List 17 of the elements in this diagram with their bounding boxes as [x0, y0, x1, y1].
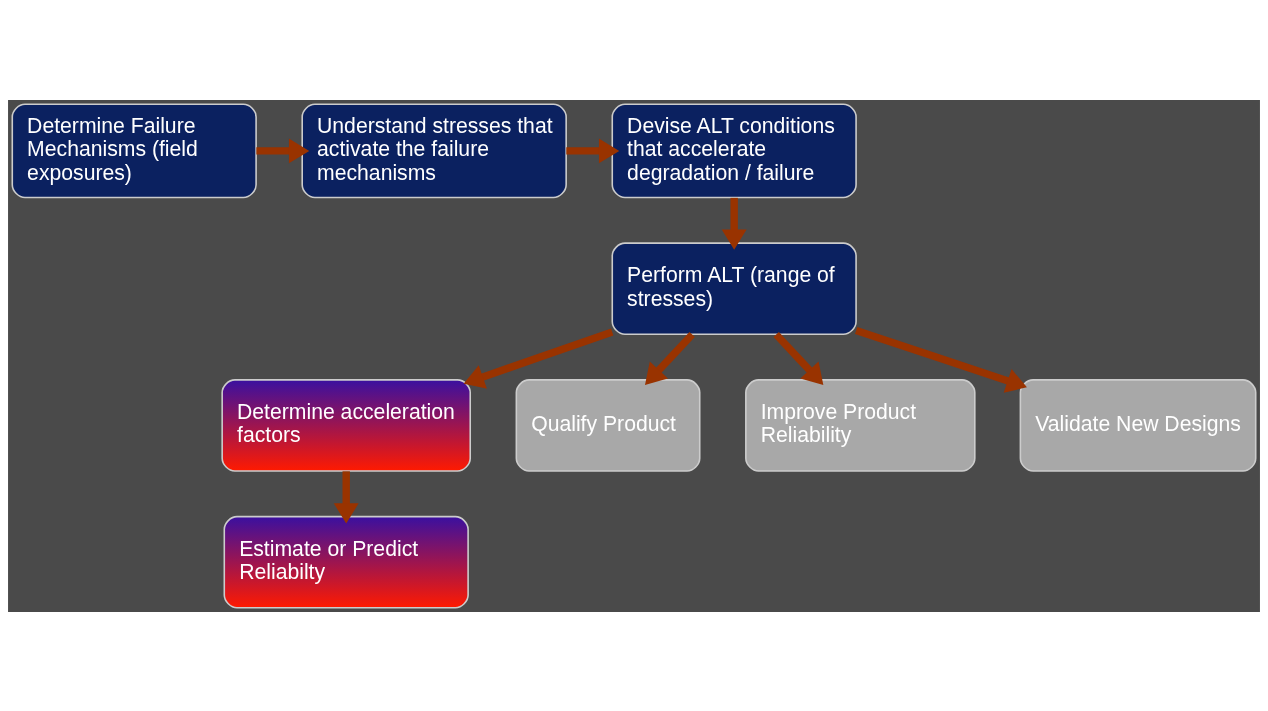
arrow — [645, 331, 695, 385]
node-box: Determine acceleration factors — [221, 378, 471, 472]
arrow — [566, 137, 620, 163]
node-box: Estimate or Predict Reliabilty — [223, 515, 469, 609]
arrow — [721, 197, 747, 250]
arrow — [333, 470, 359, 524]
node-box: Devise ALT conditions that accelerate degradation / failure — [611, 102, 857, 198]
node-box: Validate New Designs — [1019, 378, 1257, 472]
arrow — [773, 331, 824, 385]
node-box: Improve Product Reliability — [745, 378, 976, 472]
arrow — [855, 326, 1027, 393]
node-box: Perform ALT (range of stresses) — [611, 241, 857, 335]
arrow — [256, 137, 310, 163]
arrow — [463, 328, 614, 389]
node-box: Qualify Product — [515, 378, 701, 472]
node-box: Understand stresses that activate the failure mechanisms — [301, 102, 567, 198]
node-box: Determine Failure Mechanisms (field exposures) — [11, 102, 257, 198]
